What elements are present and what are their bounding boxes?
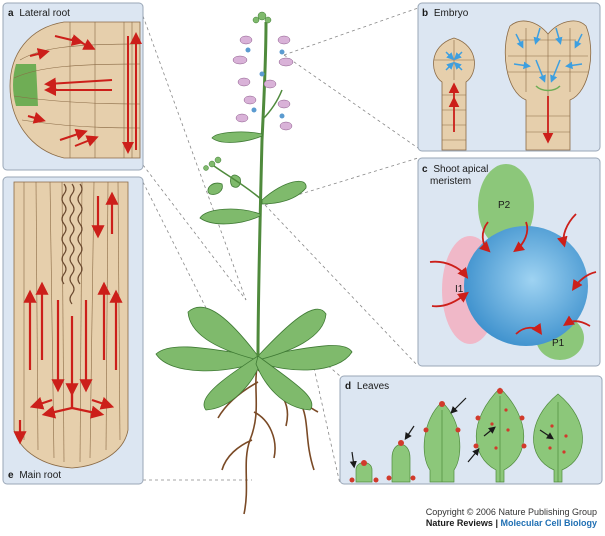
panel-a-caption: a Lateral root <box>8 8 70 19</box>
main-root-xylem-spirals <box>61 183 83 305</box>
leaf-indicator-arrows <box>349 397 554 469</box>
primordium-p2-label: P2 <box>498 200 511 211</box>
panel-b-title: Embryo <box>434 8 469 19</box>
primordium-i1-label: I1 <box>455 284 464 295</box>
heart-embryo-blue-arrows <box>513 27 583 83</box>
lateral-root-tip <box>13 64 38 106</box>
leaf-stage-3 <box>423 401 461 483</box>
lateral-root-auxin-arrows <box>27 32 142 154</box>
cauline-leaves <box>199 131 307 225</box>
panel-e-letter: e <box>8 470 14 481</box>
panel-b-embryo: b Embryo <box>417 2 601 152</box>
journal-separator: | <box>492 518 501 528</box>
rosette-leaves <box>155 306 353 411</box>
panel-e-main-root: e Main root <box>2 176 144 485</box>
panel-a-letter: a <box>8 8 14 19</box>
panel-d-caption: d Leaves <box>345 381 389 392</box>
plant-stem <box>256 21 268 357</box>
panel-c-title-line1: Shoot apical <box>433 164 488 175</box>
primordium-p1-label: P1 <box>552 338 565 349</box>
main-root-auxin-arrows <box>13 191 123 445</box>
leaf-stage-2 <box>386 440 416 483</box>
panel-e-caption: e Main root <box>8 470 61 481</box>
leaf-stage-5 <box>533 393 583 483</box>
plant-flowers <box>203 11 294 171</box>
panel-a-title: Lateral root <box>19 8 70 19</box>
panel-b-caption: b Embryo <box>422 8 469 19</box>
panel-d-letter: d <box>345 381 351 392</box>
leaf-stage-1 <box>349 460 379 483</box>
arabidopsis-plant <box>155 11 353 515</box>
panel-d-title: Leaves <box>357 381 389 392</box>
copyright-notice: Copyright © 2006 Nature Publishing Group <box>425 507 597 517</box>
meristem-dome <box>464 226 588 346</box>
plant-branches <box>213 89 283 201</box>
heart-embryo-green-band <box>535 85 561 92</box>
panel-d-leaves: d Leaves <box>339 375 603 485</box>
journal-name: Nature Reviews <box>425 518 493 528</box>
panel-a-lateral-root: a Lateral root <box>2 2 144 171</box>
panel-c-caption: c Shoot apical <box>422 164 488 175</box>
journal-subtitle: Molecular Cell Biology <box>500 518 597 528</box>
panel-c-letter: c <box>422 164 428 175</box>
panel-b-letter: b <box>422 8 428 19</box>
panel-e-title: Main root <box>19 470 61 481</box>
panel-c-shoot-apical-meristem: P2 I1 P1 c Shoot apical meristem <box>417 157 601 367</box>
leaf-stage-4 <box>473 387 527 483</box>
early-embryo-blue-arrows <box>445 51 463 71</box>
panel-c-title-line2: meristem <box>430 176 471 187</box>
meristem-auxin-arrows <box>429 213 597 335</box>
journal-credit: Nature Reviews | Molecular Cell Biology <box>426 518 597 528</box>
